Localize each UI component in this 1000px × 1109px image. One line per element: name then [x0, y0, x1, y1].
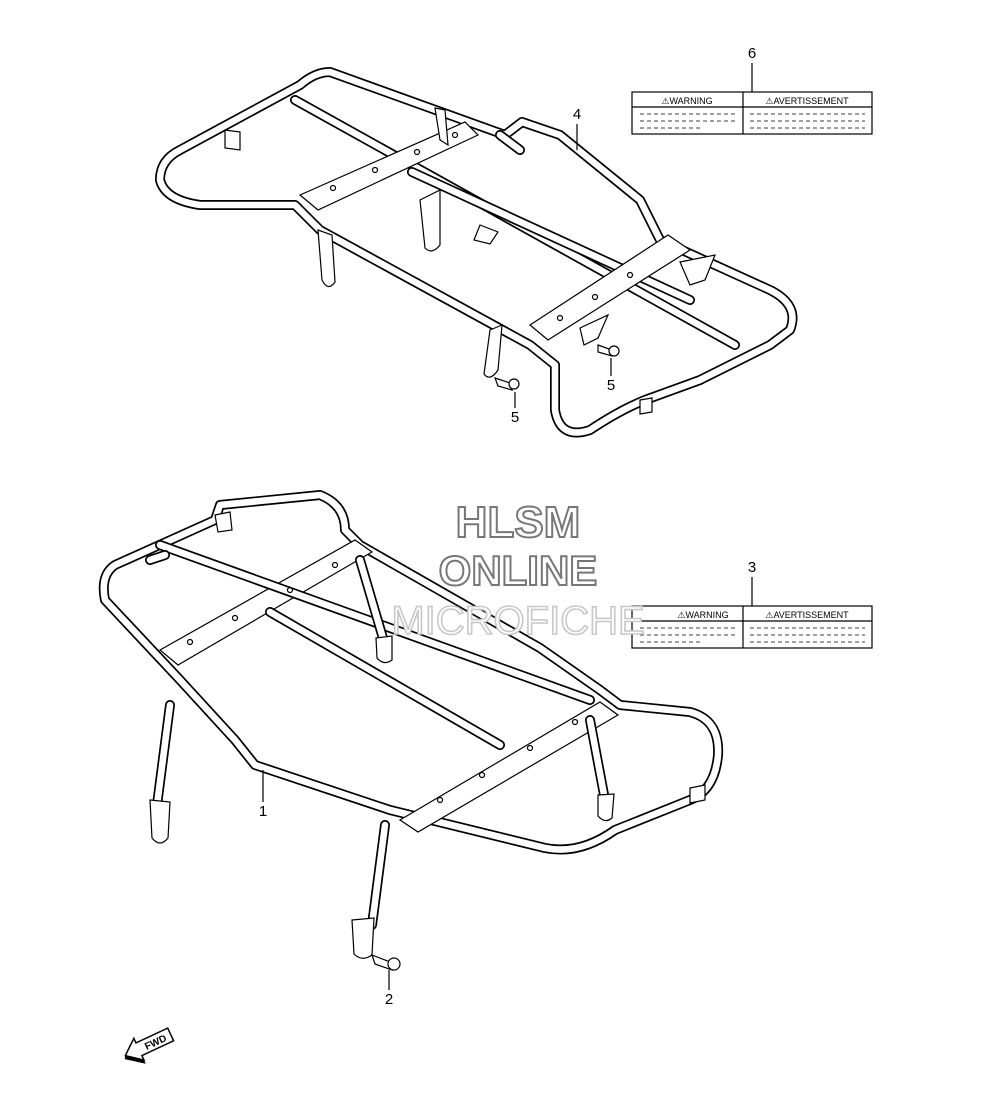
- callout-2: 2: [385, 991, 393, 1008]
- callout-4: 4: [573, 106, 581, 123]
- watermark-line2: ONLINE: [439, 547, 598, 594]
- label-3-avertissement-text: ⚠AVERTISSEMENT: [765, 610, 849, 620]
- front-carrier-rack: [155, 67, 798, 438]
- label-3-warning-text: ⚠WARNING: [677, 610, 728, 620]
- fwd-arrow: FWD: [124, 1027, 175, 1064]
- watermark: HLSM ONLINE MICROFICHE: [391, 497, 646, 644]
- watermark-line3: MICROFICHE: [391, 599, 644, 643]
- label-6-warning-text: ⚠WARNING: [661, 96, 712, 106]
- callout-6: 6: [748, 45, 756, 62]
- callout-3: 3: [748, 559, 756, 576]
- warning-label-3: ⚠WARNING ⚠AVERTISSEMENT: [631, 605, 873, 649]
- callout-1: 1: [259, 803, 267, 820]
- label-6-avertissement-text: ⚠AVERTISSEMENT: [765, 96, 849, 106]
- watermark-line1: HLSM: [456, 498, 581, 547]
- rear-carrier-rack: [98, 490, 724, 971]
- warning-label-6: ⚠WARNING ⚠AVERTISSEMENT: [631, 91, 873, 135]
- callout-5-left: 5: [511, 409, 519, 426]
- callouts: 6 4 5 5 3 1 2: [259, 45, 756, 1008]
- callout-5-right: 5: [607, 377, 615, 394]
